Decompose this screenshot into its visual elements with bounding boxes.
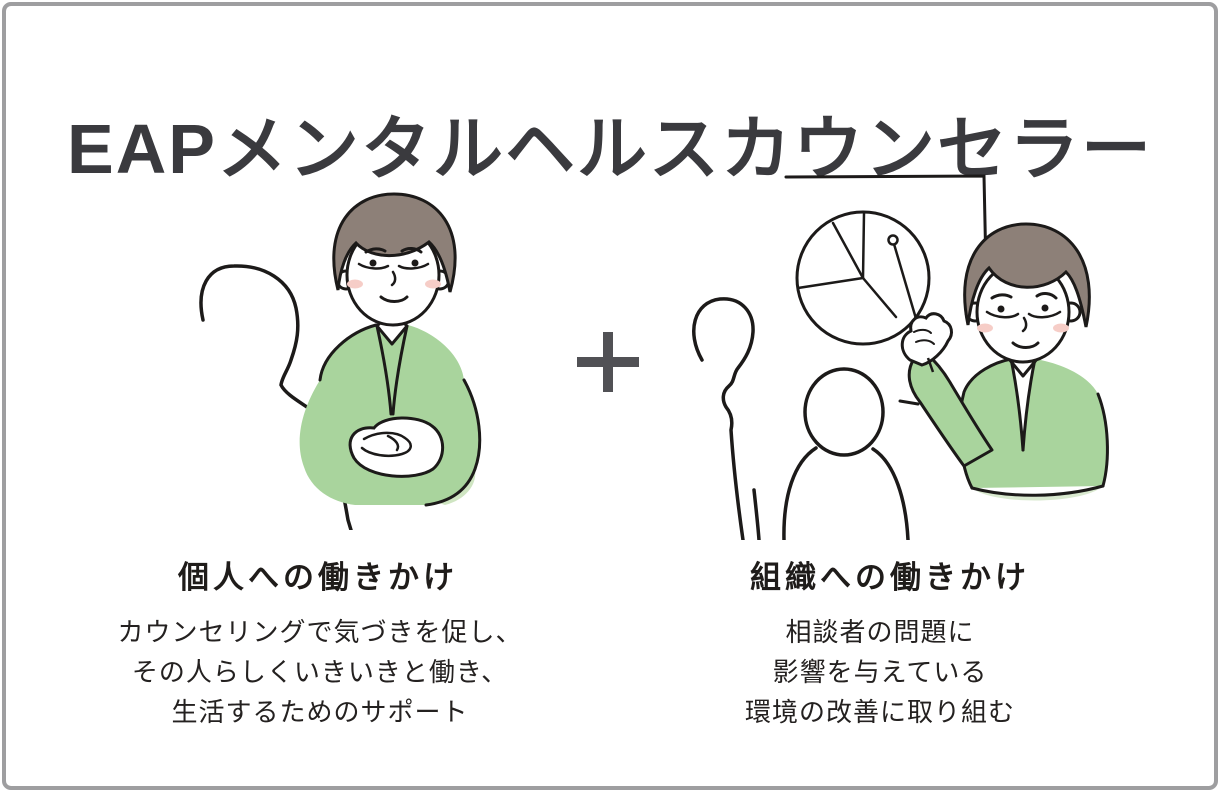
clasped-hands [348, 416, 445, 478]
individual-heading: 個人への働きかけ [178, 560, 458, 595]
pie-chart-drawing [795, 210, 931, 346]
organization-description-line: 影響を与えている [772, 657, 988, 687]
plus-icon [577, 332, 639, 392]
counselor-head [332, 192, 457, 327]
individual-description: カウンセリングで気づきを促し、 その人らしくいきいきと働き、 生活するためのサポ… [90, 612, 550, 732]
individual-description-line: カウンセリングで気づきを促し、 [117, 617, 523, 647]
counselor-client-illustration [199, 192, 482, 530]
dash-mark [898, 399, 920, 406]
presenter-head [963, 222, 1091, 364]
counselor-figure [299, 192, 482, 507]
individual-description-line: その人らしくいきいきと働き、 [131, 657, 509, 687]
individual-description-line: 生活するためのサポート [171, 697, 469, 727]
organization-description: 相談者の問題に 影響を与えている 環境の改善に取り組む [655, 612, 1105, 732]
presenter-figure [900, 222, 1109, 501]
organization-description-line: 相談者の問題に [785, 617, 975, 647]
presenter-hand [900, 312, 953, 373]
organization-description-line: 環境の改善に取り組む [744, 697, 1015, 727]
presenter-chart-illustration [692, 174, 1109, 540]
audience-silhouettes [692, 297, 910, 540]
organization-heading: 組織への働きかけ [750, 560, 1030, 595]
